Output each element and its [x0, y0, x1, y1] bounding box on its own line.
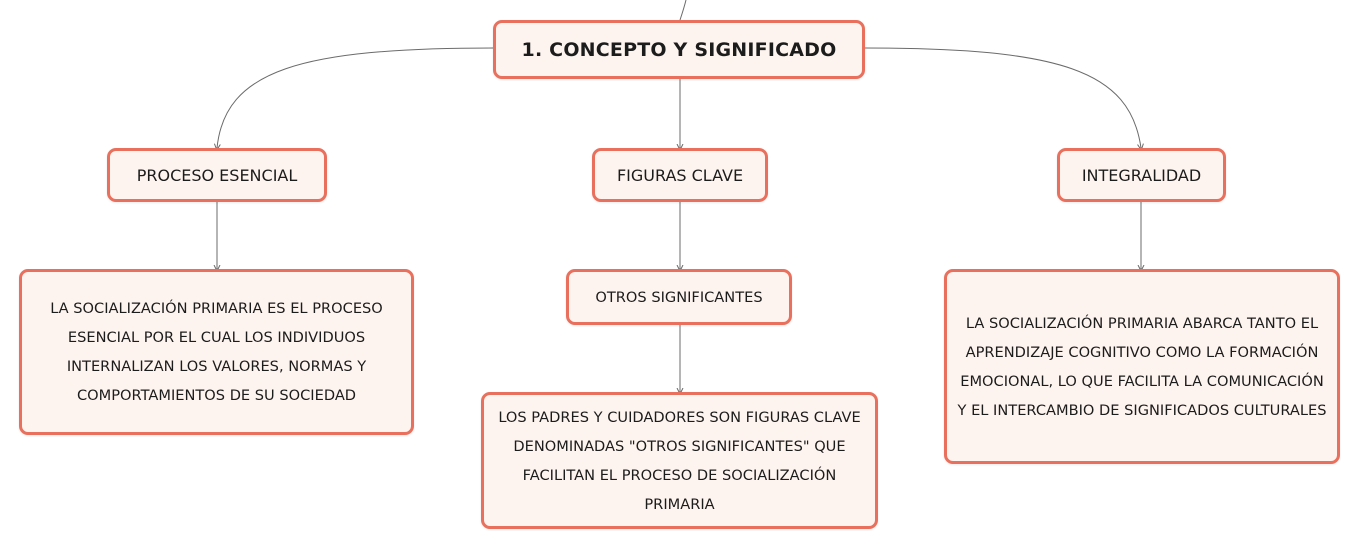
node-proceso-esencial-label: PROCESO ESENCIAL [136, 165, 298, 185]
node-integralidad[interactable]: INTEGRALIDAD [1057, 148, 1226, 202]
connector-root-to-proceso [217, 47, 495, 148]
node-proceso-esencial-text[interactable]: LA SOCIALIZACIÓN PRIMARIA ES EL PROCESO … [19, 269, 414, 435]
node-figuras-clave-text[interactable]: LOS PADRES Y CUIDADORES SON FIGURAS CLAV… [481, 392, 878, 529]
root-node[interactable]: 1. CONCEPTO Y SIGNIFICADO [493, 20, 865, 79]
node-otros-significantes[interactable]: OTROS SIGNIFICANTES [566, 269, 792, 325]
node-otros-significantes-label: OTROS SIGNIFICANTES [595, 288, 763, 306]
connector-root-to-integralidad [863, 47, 1141, 148]
node-figuras-clave-text-content: LOS PADRES Y CUIDADORES SON FIGURAS CLAV… [498, 408, 861, 513]
node-integralidad-text-content: LA SOCIALIZACIÓN PRIMARIA ABARCA TANTO E… [957, 314, 1327, 419]
node-figuras-clave-label: FIGURAS CLAVE [616, 165, 744, 185]
node-integralidad-text[interactable]: LA SOCIALIZACIÓN PRIMARIA ABARCA TANTO E… [944, 269, 1340, 464]
incoming-connector [679, 0, 687, 21]
node-figuras-clave[interactable]: FIGURAS CLAVE [592, 148, 768, 202]
root-node-label: 1. CONCEPTO Y SIGNIFICADO [521, 38, 837, 61]
node-proceso-esencial-text-content: LA SOCIALIZACIÓN PRIMARIA ES EL PROCESO … [50, 300, 383, 404]
node-integralidad-label: INTEGRALIDAD [1081, 165, 1202, 185]
node-proceso-esencial[interactable]: PROCESO ESENCIAL [107, 148, 327, 202]
